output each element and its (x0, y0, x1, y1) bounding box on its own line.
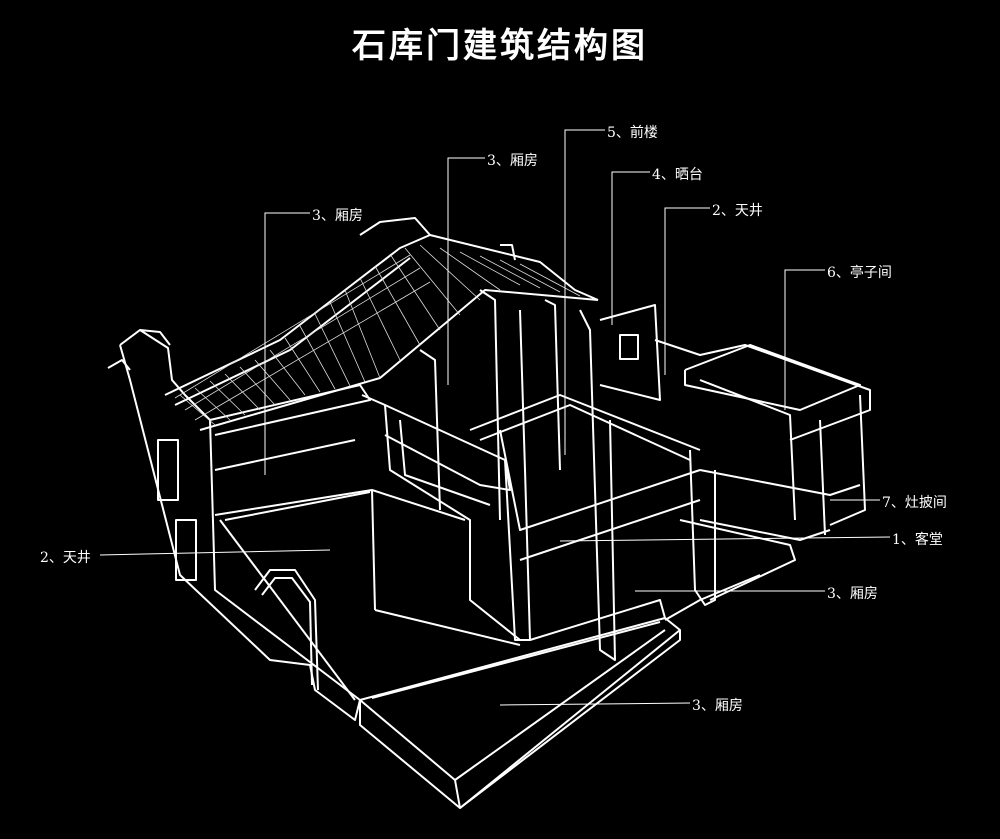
label-tingzijian: 6、亭子间 (827, 265, 892, 281)
roof-tiles (174, 244, 581, 426)
leader-tianjing-left (99, 549, 331, 556)
leader-xiangfang-bottom (499, 702, 691, 706)
label-tianjing-left: 2、天井 (40, 550, 91, 566)
leader-tianjing-right (664, 207, 710, 375)
leader-tingzijian (784, 269, 825, 410)
label-tianjing-right: 2、天井 (712, 203, 763, 219)
label-xiangfang-right: 3、厢房 (827, 586, 878, 602)
label-xiangfang-top-left: 3、厢房 (312, 208, 363, 224)
leader-lines (99, 129, 891, 706)
label-zaopijian: 7、灶披间 (882, 495, 947, 511)
label-ketang: 1、客堂 (892, 532, 943, 548)
courtyard-floor (219, 519, 666, 701)
leader-qianlou (564, 129, 605, 455)
right-pavilion (654, 339, 871, 621)
leader-ketang (559, 536, 891, 542)
roof (164, 217, 599, 431)
label-qianlou: 5、前楼 (607, 125, 658, 141)
diagram-title: 石库门建筑结构图 (352, 26, 648, 66)
leader-shaitai (611, 171, 650, 325)
leader-xiangfang-top-mid (447, 157, 485, 385)
left-gable-wall (107, 329, 361, 721)
label-xiangfang-top-mid: 3、厢房 (487, 153, 538, 169)
front-wall (359, 617, 681, 809)
label-xiangfang-bottom: 3、厢房 (692, 698, 743, 714)
left-wing-walls (209, 384, 466, 611)
label-shaitai: 4、晒台 (652, 167, 703, 183)
central-frame (361, 289, 701, 661)
leader-xiangfang-top-left (264, 212, 310, 475)
